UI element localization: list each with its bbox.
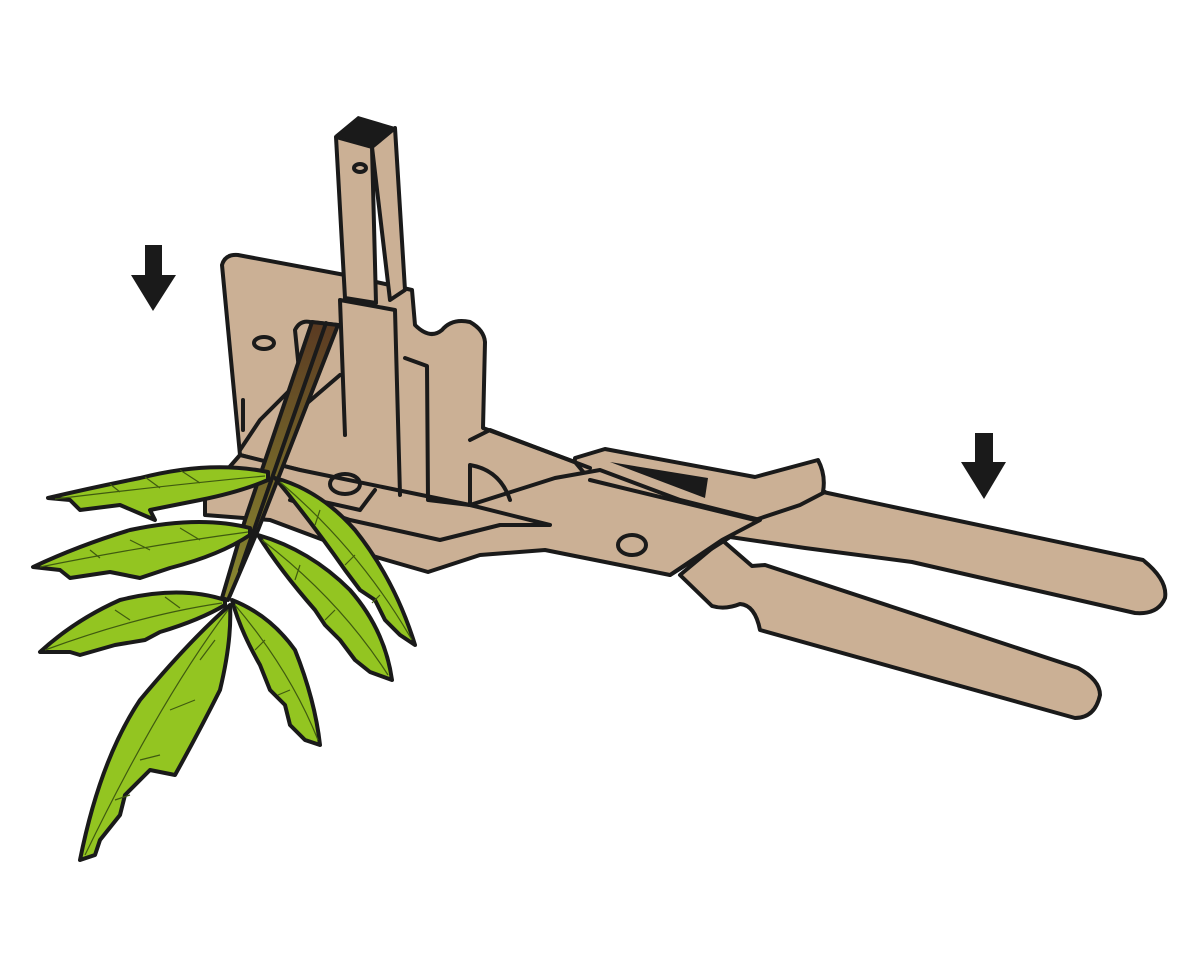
upper-handle [568, 447, 1168, 616]
vertical-post [334, 116, 407, 305]
post-guide-line [338, 298, 402, 497]
leaflet [230, 598, 322, 747]
leaflet [256, 533, 394, 682]
down-arrow-icon [961, 433, 1006, 499]
jaw-line [468, 428, 592, 507]
leaflet [38, 590, 227, 657]
down-arrow-icon [131, 245, 176, 311]
leaflet [31, 520, 252, 580]
stem-line [238, 321, 328, 572]
rivet-hole [252, 335, 276, 351]
pivot-hole [616, 533, 648, 557]
blade-wedge [610, 462, 708, 498]
lower-handle [678, 538, 1102, 720]
leaflet [78, 603, 233, 862]
rivet-hole [328, 472, 362, 496]
leaflet [46, 465, 270, 522]
plate-line [403, 356, 472, 507]
handle-line [588, 478, 827, 522]
leaflet [273, 476, 417, 647]
